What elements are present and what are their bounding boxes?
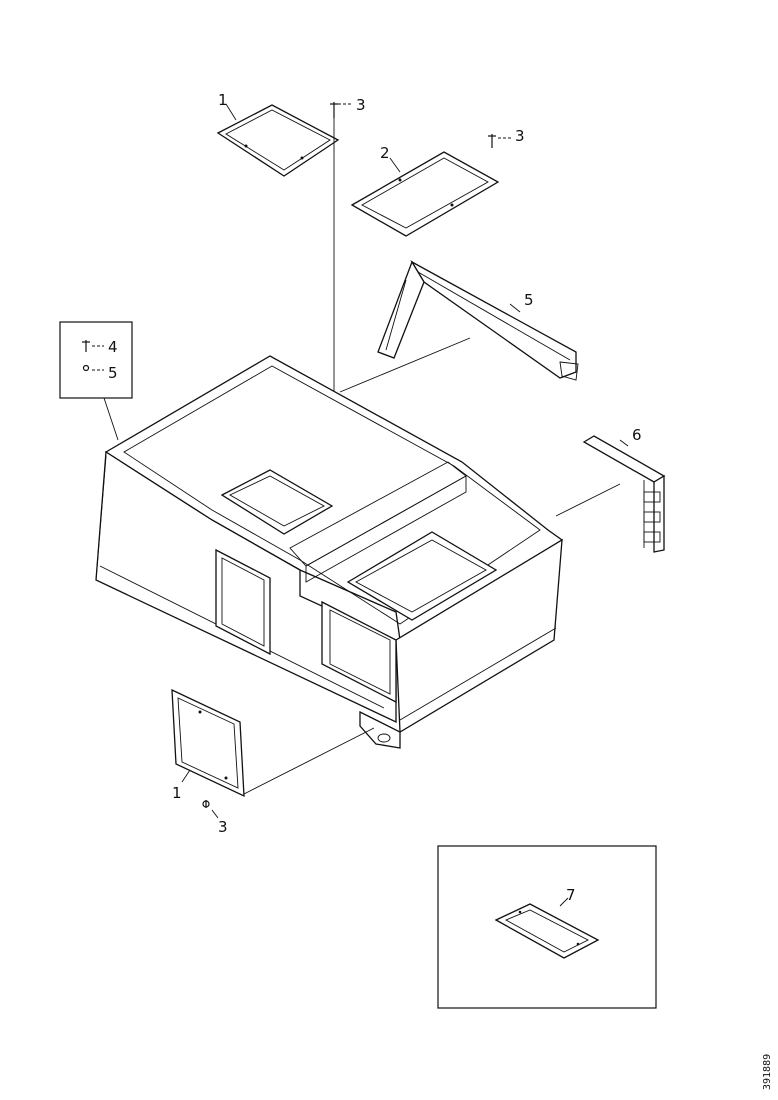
leader-line	[181, 769, 191, 783]
callout-label: 5	[524, 291, 534, 309]
washer-icon	[82, 364, 104, 372]
screw-icon	[202, 800, 219, 819]
rear-bracket	[377, 260, 579, 381]
callout-label: 6	[632, 426, 642, 444]
callout-label: 3	[356, 96, 366, 114]
front-cover-panel	[171, 688, 245, 798]
leader-line	[619, 439, 629, 447]
inset-detail-box: 7	[437, 845, 657, 1009]
screw-icon	[82, 340, 104, 352]
callout-label: 1	[218, 91, 228, 109]
top-right-cover-panel	[350, 151, 500, 237]
callout-label: 1	[172, 784, 182, 802]
legend-label: 5	[108, 364, 118, 382]
callout-label: 3	[218, 818, 228, 836]
callout-label: 2	[380, 144, 390, 162]
inset-plate	[494, 903, 600, 959]
leader-line	[103, 397, 119, 441]
leader-line	[225, 103, 237, 121]
hardware-legend-box: 4 5	[59, 321, 133, 399]
top-left-cover-panel	[216, 104, 340, 177]
assembly-line	[243, 727, 375, 795]
screw-icon	[330, 102, 352, 118]
side-bracket	[582, 435, 666, 553]
leader-line	[509, 303, 521, 313]
screw-icon	[488, 134, 512, 148]
callout-label: 3	[515, 127, 525, 145]
drawing-reference-number: 391889	[762, 1054, 773, 1090]
assembly-line	[339, 337, 471, 393]
leader-line	[389, 157, 401, 173]
legend-label: 4	[108, 338, 118, 356]
leader-line	[559, 897, 569, 907]
callout-label: 7	[566, 886, 576, 904]
assembly-line	[555, 483, 621, 517]
enclosure-body	[95, 355, 564, 749]
